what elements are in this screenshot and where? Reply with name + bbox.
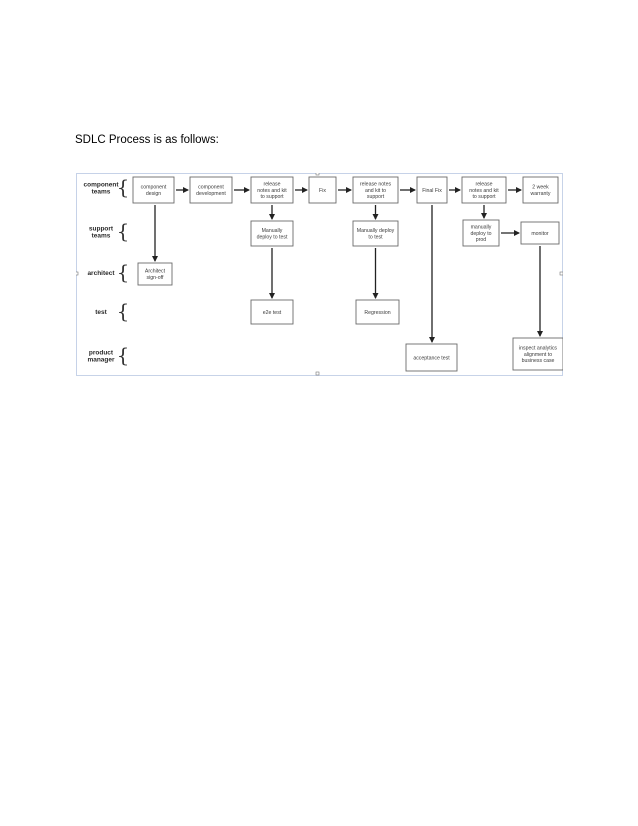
lane-label: teams xyxy=(92,233,111,240)
lane-brace: { xyxy=(117,343,130,367)
process-box-label: development xyxy=(196,191,226,197)
process-box-label: component xyxy=(198,185,224,191)
arrows-layer xyxy=(152,187,543,343)
lane-brace: { xyxy=(117,260,130,284)
process-box-label: Regression xyxy=(364,310,390,316)
process-box-label: prod xyxy=(476,237,486,243)
lane-architect: architect{ xyxy=(87,260,129,284)
process-box-border xyxy=(250,299,294,325)
lane-brace: { xyxy=(117,219,130,243)
lane-label: test xyxy=(95,309,107,316)
process-box-label: deploy to test xyxy=(257,234,288,240)
lane-label: teams xyxy=(92,189,111,196)
lane-brace: { xyxy=(117,299,130,323)
process-box-border xyxy=(512,337,563,371)
process-box-final-fix: Final Fix xyxy=(416,176,448,204)
process-box-border xyxy=(405,343,458,372)
process-box-label: Manually xyxy=(262,228,283,234)
process-box-label: release xyxy=(475,182,492,188)
process-box-e2e-test: e2e test xyxy=(250,299,294,325)
process-box-label: monitor xyxy=(531,231,549,237)
process-box-label: Architect xyxy=(145,269,166,275)
process-box-label: deploy to xyxy=(470,231,491,237)
process-box-label: 2 week xyxy=(532,185,549,191)
process-box-label: alignment to xyxy=(524,352,552,358)
process-box-acceptance-test: acceptance test xyxy=(405,343,458,372)
lane-label: component xyxy=(83,181,119,188)
process-box-label: inspect analytics xyxy=(519,346,557,352)
sdlc-diagram-canvas: componentteams{supportteams{architect{te… xyxy=(76,173,563,376)
process-box-label: support xyxy=(367,194,385,200)
process-box-border xyxy=(520,221,560,245)
process-box-monitor: monitor xyxy=(520,221,560,245)
process-box-border xyxy=(355,299,400,325)
process-box-border xyxy=(132,176,175,204)
process-box-label: to support xyxy=(472,194,496,200)
process-box-label: business case xyxy=(522,358,555,364)
process-box-label: Manually deploy xyxy=(357,228,395,234)
process-box-label: e2e test xyxy=(263,310,282,316)
process-box-border xyxy=(416,176,448,204)
process-box-border xyxy=(189,176,233,204)
process-box-fix: Fix xyxy=(308,176,337,204)
process-box-border xyxy=(352,176,399,204)
process-box-border xyxy=(250,220,294,247)
process-box-label: release notes xyxy=(360,182,392,188)
resize-handle-right[interactable] xyxy=(559,271,563,276)
resize-handle-top[interactable] xyxy=(315,173,320,176)
resize-handle-bottom[interactable] xyxy=(315,371,320,376)
process-box-label: component xyxy=(141,185,167,191)
process-box-label: release xyxy=(263,182,280,188)
process-box-label: warranty xyxy=(531,191,551,197)
selection-handles[interactable] xyxy=(76,173,563,376)
lane-label: architect xyxy=(87,270,115,277)
process-box-border xyxy=(462,219,500,247)
process-box-label: Final Fix xyxy=(422,188,442,194)
lane-brace: { xyxy=(117,175,130,199)
process-box-label: acceptance test xyxy=(413,355,450,361)
process-box-border xyxy=(308,176,337,204)
process-box-label: and kit to xyxy=(365,188,386,194)
process-box-label: design xyxy=(146,191,161,197)
process-box-label: to test xyxy=(368,234,383,240)
lane-label: support xyxy=(89,225,114,232)
process-box-label: manually xyxy=(471,225,492,231)
process-box-border xyxy=(137,262,173,286)
process-box-border xyxy=(461,176,507,204)
lane-label: manager xyxy=(87,357,115,364)
process-box-regression: Regression xyxy=(355,299,400,325)
resize-handle-left[interactable] xyxy=(76,271,79,276)
process-box-border xyxy=(522,176,559,204)
boxes-layer: componentdesigncomponentdevelopmentrelea… xyxy=(132,176,563,372)
lanes-layer: componentteams{supportteams{architect{te… xyxy=(83,175,129,367)
process-box-label: notes and kit xyxy=(469,188,499,194)
process-box-border xyxy=(250,176,294,204)
process-box-label: to support xyxy=(260,194,284,200)
lane-label: product xyxy=(89,349,114,356)
lane-test: test { xyxy=(95,299,129,323)
process-box-label: notes and kit xyxy=(257,188,287,194)
process-box-label: Fix xyxy=(319,188,326,194)
process-box-label: sign-off xyxy=(147,275,164,281)
process-box-border xyxy=(352,220,399,247)
intro-text: SDLC Process is as follows: xyxy=(75,134,219,146)
